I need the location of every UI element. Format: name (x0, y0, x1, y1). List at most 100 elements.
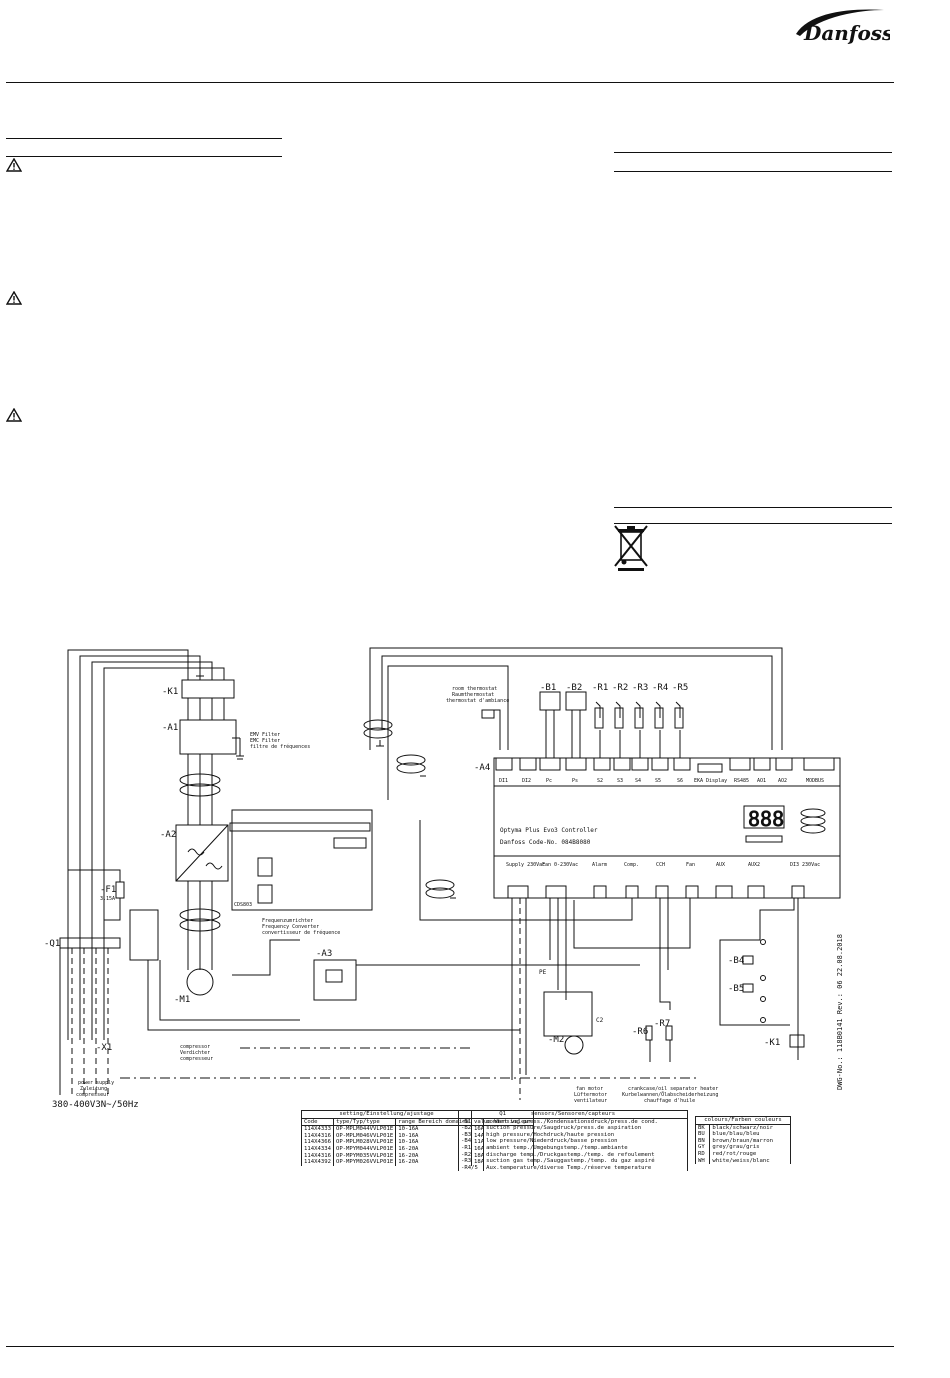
cell: BK (694, 1124, 711, 1132)
warning-icon (6, 158, 22, 172)
cell: grey/grau/gris (709, 1144, 791, 1151)
emc-filter-line3: filtre de fréquences (250, 743, 310, 750)
compressor-line1: compressor (180, 1044, 210, 1050)
r2-label: -R2 (612, 683, 628, 693)
b1-label: -B1 (540, 683, 556, 693)
f1-rating: 3,15A (100, 896, 115, 902)
m1-label: -M1 (174, 995, 190, 1005)
cell: BU (694, 1131, 711, 1138)
section-rule-left-1 (6, 138, 282, 139)
cell: 114X4316 (301, 1132, 334, 1140)
power-supply-line3: compresseur (76, 1092, 109, 1098)
cell: -R4/5 (457, 1164, 485, 1172)
cell: black/schwarz/noir (709, 1124, 791, 1132)
terminal-eka-display: EKA Display (694, 778, 727, 784)
warning-icon (6, 291, 22, 305)
compressor-line2: Verdichter (180, 1050, 210, 1056)
cell: ambient temp./Umgebungstemp./temp.ambian… (483, 1144, 688, 1152)
terminal-s6: S6 (677, 778, 683, 784)
cell: 114X4334 (301, 1145, 334, 1153)
cell: 114X4333 (301, 1125, 334, 1133)
cell: 114X4316 (301, 1152, 334, 1160)
terminal-rs485: RS485 (734, 778, 749, 784)
b2-label: -B2 (566, 683, 582, 693)
cds803-label: CDS803 (234, 902, 252, 908)
c2-label: C2 (596, 1017, 604, 1024)
power-spec: 380-400V3N~/50Hz (52, 1100, 139, 1110)
terminal-s3: S3 (617, 778, 623, 784)
cell: OP-MPYM035VVLP01E (332, 1152, 397, 1160)
cell: high pressure/Hochdruck/haute pression (483, 1131, 688, 1139)
r3-label: -R3 (632, 683, 648, 693)
cell: condensing press./Kondensationsdruck/pre… (483, 1118, 688, 1126)
section-rule-right-4 (614, 523, 892, 524)
freq-converter-line2: Frequency Converter (262, 924, 319, 930)
sensors-table-title: sensors/Sensoren/capteurs (458, 1110, 688, 1119)
k1-label: -K1 (162, 687, 178, 697)
pe-label: PE (539, 969, 547, 976)
bottom-terminal-labels: Supply 230Vac Fan 0-230Vac Alarm Comp. C… (506, 862, 820, 868)
section-rule-right-2 (614, 171, 892, 172)
cell: -B2 (457, 1125, 485, 1132)
a3-label: -A3 (316, 949, 332, 959)
q1-header-type: type/Typ/type (332, 1117, 397, 1127)
terminal-di2: DI2 (522, 778, 531, 784)
cell: WH (694, 1157, 711, 1165)
terminal-aux: AUX (716, 862, 725, 868)
a4-label: -A4 (474, 763, 490, 773)
terminal-ao2: AO2 (778, 778, 787, 784)
cell: -R1 (457, 1144, 485, 1152)
a1-label: -A1 (162, 723, 178, 733)
terminal-fan: Fan (686, 862, 695, 868)
terminal-ps: Ps (572, 778, 578, 784)
section-rule-left-2 (6, 156, 282, 157)
cell: suction pressure/Saugdruck/press.de aspi… (483, 1125, 688, 1132)
cell: OP-MPLM028VVLP01E (332, 1139, 397, 1146)
b5-label: -B5 (728, 984, 744, 994)
terminal-s4: S4 (635, 778, 641, 784)
cell: 114X4392 (301, 1159, 334, 1166)
terminal-di3: DI3 230Vac (790, 862, 820, 868)
controller-name: Optyma Plus Evo3 Controller (500, 827, 598, 834)
controller-code: Danfoss Code-No. 084B8080 (500, 839, 591, 846)
colours-table-title: colours/Farben couleurs (695, 1116, 791, 1125)
footer-rule (6, 1346, 894, 1347)
terminal-comp: Comp. (624, 862, 639, 868)
cell: -B4 (457, 1138, 485, 1145)
cell: red/rot/rouge (709, 1150, 791, 1158)
header-rule (6, 82, 894, 83)
power-supply-line2: Zuleitung (80, 1086, 107, 1092)
cell: -B1 (457, 1118, 485, 1126)
logo-text: Danfoss (803, 21, 890, 45)
cell: blue/blau/bleu (709, 1131, 791, 1138)
crankcase-heater-line3: chauffage d'huile (644, 1098, 695, 1104)
r7-label: -R7 (654, 1019, 670, 1029)
fan-motor-line1: fan motor (576, 1086, 603, 1092)
section-rule-right-1 (614, 152, 892, 153)
terminal-fan-0-230: Fan 0-230Vac (542, 862, 578, 868)
terminal-pc: Pc (546, 778, 552, 784)
controller-display: 888 (748, 807, 784, 831)
terminal-s5: S5 (655, 778, 661, 784)
terminal-cch: CCH (656, 862, 665, 868)
drawing-number: DWG-No.: 118B0141 Rev.: 06 22.08.2018 (836, 934, 844, 1090)
cell: brown/braun/marron (709, 1137, 791, 1145)
fan-motor-line2: Lüftermotor (574, 1092, 607, 1098)
room-thermostat-line2: Raumthermostat (452, 692, 494, 698)
cell: -B3 (457, 1131, 485, 1139)
cell: white/weiss/blanc (709, 1157, 791, 1165)
q1-header-code: Code (301, 1117, 334, 1127)
r5-label: -R5 (672, 683, 688, 693)
terminal-alarm: Alarm (592, 862, 607, 868)
cell: OP-MPLM044VVLP01E (332, 1125, 397, 1133)
